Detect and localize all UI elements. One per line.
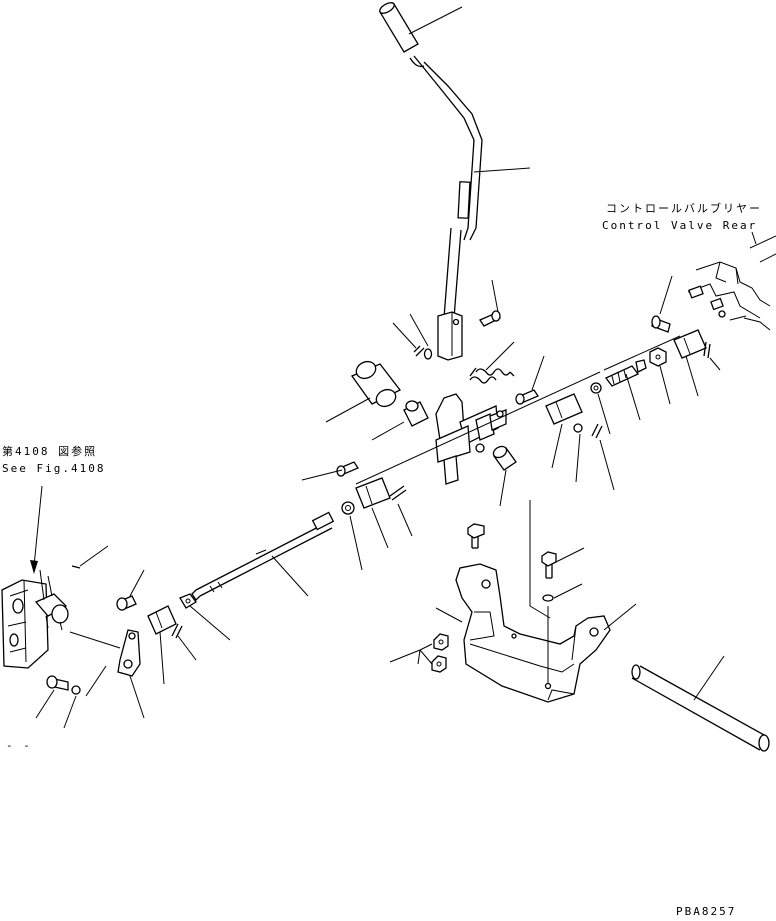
leader-roller (500, 470, 506, 506)
leader-nuts-bracket-2 (436, 608, 462, 622)
label-see-fig-en: See Fig.4108 (2, 462, 106, 475)
washer-center (342, 502, 354, 514)
nut-bracket-1 (434, 634, 448, 650)
label-control-valve-jp: コントロールバルブリヤー (606, 202, 762, 215)
lever-knob (378, 1, 418, 52)
leader-bolt-center (532, 356, 544, 390)
yoke-center (356, 478, 390, 508)
cotter-rear (704, 342, 710, 358)
reference-arrow (30, 486, 42, 574)
leader-small-pin-left (80, 546, 108, 566)
base-bracket (456, 564, 610, 702)
leader-bolt-lower-left (36, 690, 54, 718)
lever-arm (118, 630, 140, 676)
yoke-left (148, 606, 176, 634)
washer-lower-left (72, 686, 80, 694)
nut-bracket-2 (432, 656, 446, 672)
washer-center-right (574, 424, 582, 432)
bracket-line-lower-left-2 (70, 632, 120, 648)
leader-washer-rear-1 (598, 394, 610, 434)
leader-nut-rear (660, 366, 670, 404)
label-see-fig-jp: 第4108 図参照 (2, 445, 98, 458)
pin-lower-left (117, 596, 136, 610)
leader-pin-rear (660, 276, 672, 314)
leader-pin-left (302, 470, 342, 480)
bracket-line-lower-left (86, 666, 106, 696)
leader-bushing-small (372, 422, 404, 440)
nut-left (180, 594, 196, 608)
nut-rear (650, 348, 666, 366)
leader-control-rod-2 (256, 550, 266, 554)
bushing-large (352, 359, 400, 410)
leader-shaft (694, 656, 724, 700)
leader-pin-top (492, 280, 498, 312)
leader-lever-rod (474, 168, 530, 172)
leader-control-valve (752, 232, 756, 244)
leader-control-rod (272, 556, 308, 596)
leader-nuts-bracket (390, 644, 432, 664)
leader-cotter-1 (393, 323, 416, 348)
axis-line-main (356, 372, 600, 484)
leader-yoke-center (372, 508, 388, 548)
leader-nut-left (190, 606, 230, 640)
left-valve-assembly (2, 570, 68, 668)
leader-turnbuckle (626, 374, 640, 420)
leader-yoke-left (160, 632, 164, 684)
axis-line-rear (604, 336, 680, 370)
cotter-center-right (592, 424, 602, 438)
leader-base-bracket (604, 604, 636, 630)
bolt-center (516, 390, 538, 404)
turnbuckle-rod (606, 360, 646, 386)
leader-washer-right (554, 584, 582, 598)
leader-bracket-vertical (530, 500, 550, 618)
bolt-right (542, 552, 556, 578)
leader-cotter-rear (710, 358, 720, 370)
leader-cotter-center (398, 504, 412, 536)
yoke-rear (674, 330, 706, 358)
bolt-bracket (468, 524, 484, 548)
drawing-number: PBA8257 (676, 905, 737, 918)
leader-bolt-right (556, 548, 584, 562)
leader-yoke-center-right (552, 424, 562, 468)
leader-lever-knob (409, 7, 462, 34)
bushing-small (404, 401, 428, 426)
leader-lever-arm (130, 676, 144, 718)
leader-cotter-center-right (600, 440, 614, 490)
leader-pin-lower-left (130, 570, 144, 596)
washer-rear-1 (591, 383, 601, 393)
leader-yoke-rear (686, 356, 698, 396)
small-pin-left-top (72, 566, 80, 568)
leader-washer-center-right (576, 434, 580, 482)
leader-washer-lower-left (64, 696, 76, 728)
lever-rod (410, 56, 482, 360)
roller (491, 444, 516, 470)
pin-left (337, 462, 358, 476)
lever-base-bracket (436, 394, 506, 484)
leader-washer-center (350, 516, 362, 570)
control-rod (192, 512, 333, 600)
label-dash-mark: - - (6, 739, 32, 752)
cotter-lower-left (172, 624, 182, 638)
yoke-center-right (546, 394, 582, 424)
label-control-valve-en: Control Valve Rear (602, 219, 758, 232)
washer-right (543, 595, 553, 601)
cotter-center (390, 486, 406, 500)
cotter-pin-top (414, 346, 432, 359)
pin-top (480, 311, 500, 326)
leader-bushing-large (326, 398, 370, 422)
pin-rear (652, 316, 670, 332)
bolt-lower-left (47, 676, 68, 690)
spring (470, 368, 514, 383)
leader-cotter-lower-left (178, 636, 196, 660)
leader-cotter-2 (410, 314, 428, 346)
shaft (632, 665, 769, 751)
leader-spring (486, 342, 514, 370)
control-valve-rear (688, 236, 776, 330)
